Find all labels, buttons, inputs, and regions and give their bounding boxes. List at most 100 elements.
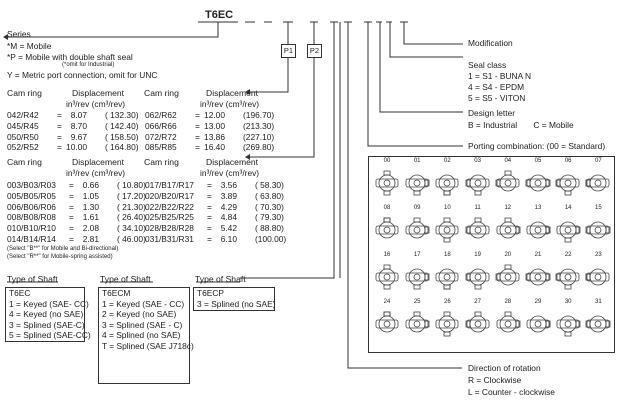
pump-port-icon	[465, 217, 489, 239]
series-double-seal: *P = Mobile with double shaft seal	[7, 52, 133, 62]
pump-port-icon	[585, 174, 610, 192]
shaft-box-head: T6ECM	[102, 288, 131, 298]
cam-ring-cell: 6.10	[220, 234, 237, 244]
porting-code: 04	[504, 158, 512, 164]
cam-ring-cell: =	[207, 234, 212, 244]
cam-ring-cell: 005/B05/R05	[7, 190, 56, 201]
porting-code: 28	[504, 299, 512, 305]
cam-ring-cell: (100.00)	[255, 234, 287, 244]
porting-code: 16	[383, 252, 391, 258]
modification-label: Modification	[468, 38, 513, 48]
porting-cell-08: 08	[372, 205, 402, 251]
p1-box: P1	[281, 44, 296, 58]
cam1-header-disp-right: Displacement	[206, 88, 259, 98]
cam2-note-spring: (Select "R**" for Mobile-spring assisted…	[7, 254, 113, 260]
cam-ring-cell: 3.89	[220, 190, 237, 201]
cam-ring-cell: 045/R45	[7, 120, 39, 131]
pump-port-icon	[405, 217, 430, 239]
cam-ring-cell: 13.86	[204, 131, 225, 142]
cam-ring-cell: (196.70)	[243, 110, 275, 120]
pump-port-icon	[435, 174, 459, 196]
cam-ring-cell: ( 58.30)	[255, 180, 284, 190]
cam1-unit-right: in³/rev (cm³/rev)	[200, 99, 260, 109]
porting-cell-04: 04	[493, 158, 523, 204]
cam-ring-cell: =	[57, 120, 62, 131]
seal-class-5: 5 = S5 - VITON	[468, 93, 526, 103]
shaft-option: 4 = Keyed (no SAE)	[9, 309, 84, 319]
cam-ring-cell: 072/R72	[145, 131, 177, 142]
porting-cell-07: 07	[583, 158, 613, 204]
cam-ring-cell: =	[69, 201, 74, 212]
porting-cell-05: 05	[523, 158, 553, 204]
series-mobile: *M = Mobile	[7, 41, 52, 51]
shaft-box-head: T6ECP	[197, 288, 224, 298]
porting-cell-29: 29	[523, 299, 553, 345]
cam-ring-cell: =	[69, 223, 74, 234]
cam-ring-cell: 5.42	[220, 223, 237, 234]
shaft-box-t6ecp: T6ECP 3 = Splined (no SAE)	[193, 287, 275, 311]
porting-code: 09	[413, 205, 421, 211]
cam-ring-cell: 16.40	[204, 142, 225, 153]
cam2-header-cam: Cam ring	[7, 157, 42, 167]
cam-ring-cell: =	[207, 223, 212, 234]
shaft1-title: Type of Shaft	[7, 274, 58, 284]
cam2-unit-right: in³/rev (cm³/rev)	[200, 168, 260, 178]
porting-cell-03: 03	[463, 158, 493, 204]
cam-ring-cell: ( 132.30)	[105, 110, 139, 120]
cam-ring-cell: =	[69, 180, 74, 190]
cam-ring-cell: (213.30)	[243, 120, 275, 131]
porting-cell-02: 02	[432, 158, 462, 204]
porting-combination-label: Porting combination: (00 = Standard)	[468, 141, 606, 151]
design-letter-title: Design letter	[468, 108, 516, 118]
porting-cell-30: 30	[553, 299, 583, 345]
cam-ring-cell: 4.29	[220, 201, 237, 212]
cam-ring-cell: ( 46.00)	[117, 234, 146, 244]
p2-box: P2	[307, 44, 322, 58]
pump-port-icon	[465, 268, 489, 290]
pump-port-icon	[525, 268, 551, 286]
cam-ring-cell: ( 158.50)	[105, 131, 139, 142]
cam-ring-cell: ( 17.20)	[117, 190, 146, 201]
pump-port-icon	[465, 174, 489, 196]
pump-port-icon	[585, 315, 611, 333]
cam2-header-disp: Displacement	[72, 157, 125, 167]
series-metric: Y = Metric port connection, omit for UNC	[7, 70, 158, 80]
cam-ring-cell: 9.67	[70, 131, 87, 142]
cam-ring-cell: 3.56	[220, 180, 237, 190]
cam-ring-cell: 006/B06/R06	[7, 201, 56, 212]
porting-cell-13: 13	[523, 205, 553, 251]
cam-ring-cell: =	[57, 131, 62, 142]
porting-code: 30	[564, 299, 572, 305]
pump-port-icon	[496, 311, 521, 333]
series-omit-note: (*omit for Industrial)	[62, 62, 115, 68]
shaft-option: T = Splined (SAE J718c)	[102, 340, 194, 351]
pump-port-icon	[556, 315, 581, 337]
porting-cell-21: 21	[523, 252, 553, 298]
rotation-title: Direction of rotation	[468, 363, 541, 373]
porting-cell-00: 00	[372, 158, 402, 204]
porting-code: 01	[413, 158, 421, 164]
porting-code: 22	[564, 252, 572, 258]
pump-port-icon	[375, 217, 399, 239]
porting-code: 17	[413, 252, 421, 258]
cam-ring-cell: 014/B14/R14	[7, 234, 56, 244]
cam2-header-disp-right: Displacement	[206, 157, 259, 167]
porting-cell-01: 01	[402, 158, 432, 204]
porting-cell-22: 22	[553, 252, 583, 298]
cam1-header-cam-right: Cam ring	[144, 88, 179, 98]
pump-port-icon	[405, 268, 430, 290]
cam-ring-cell: 10.00	[66, 142, 87, 153]
cam-ring-cell: 052/R52	[7, 142, 39, 153]
cam-ring-cell: 8.07	[70, 110, 87, 120]
porting-code: 08	[383, 205, 391, 211]
cam-ring-cell: ( 142.40)	[105, 120, 139, 131]
porting-code: 20	[504, 252, 512, 258]
shaft-option: 1 = Keyed (SAE- CC)	[9, 298, 89, 309]
cam-ring-cell: 1.05	[82, 190, 99, 201]
pump-port-icon	[405, 311, 430, 333]
cam-ring-cell: 062/R62	[145, 110, 177, 120]
porting-cell-19: 19	[463, 252, 493, 298]
cam-ring-cell: 008/B08/R08	[7, 212, 56, 223]
cam-ring-cell: 1.61	[82, 212, 99, 223]
